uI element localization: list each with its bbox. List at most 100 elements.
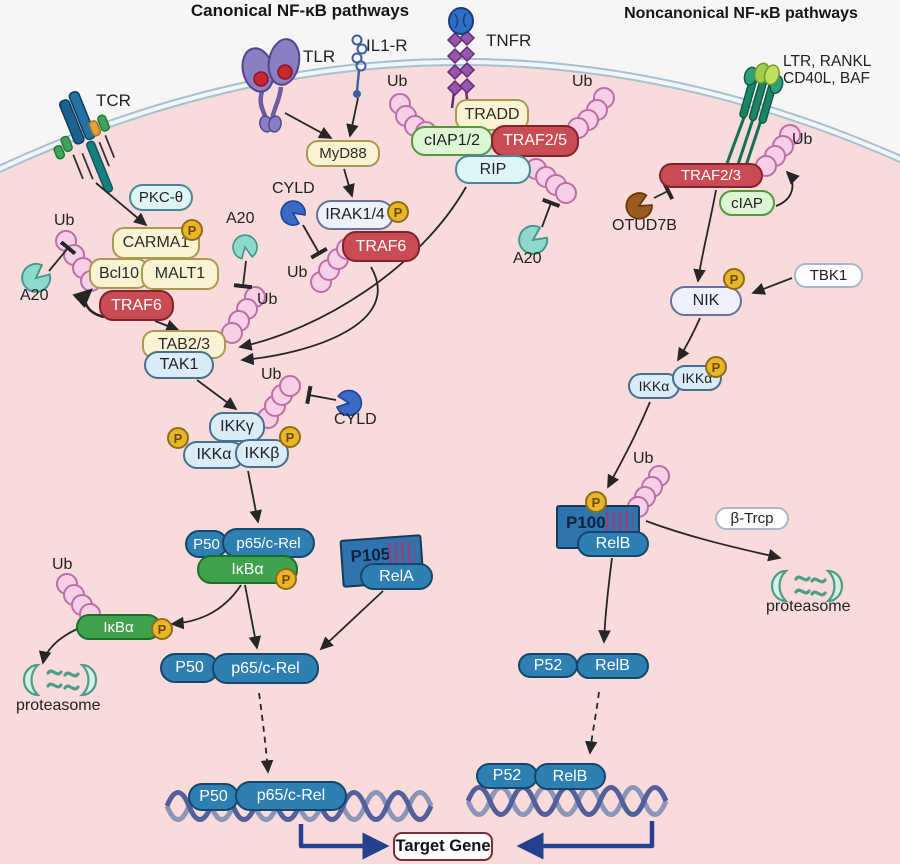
arrow-rip-tak1 <box>238 186 467 351</box>
cyld-label: CYLD <box>272 180 315 197</box>
arrow-traf23-nik <box>693 189 717 283</box>
bcl10-node: Bcl10 <box>89 258 149 289</box>
ub-label: Ub <box>261 366 282 383</box>
arrow-nik-ikka <box>677 317 701 362</box>
btrcp-node: β-Trcp <box>715 507 789 530</box>
ub-label: Ub <box>572 73 593 90</box>
proteasome-label: proteasome <box>16 697 101 714</box>
ub-chain-tab23 <box>221 286 266 344</box>
canonical-title: Canonical NF-κB pathways <box>190 1 410 20</box>
a20-label: A20 <box>226 210 255 227</box>
tlr-receptor-icon <box>241 38 301 133</box>
p52-node-dna: P52 <box>476 763 538 789</box>
cell-membrane <box>0 58 900 174</box>
phospho-badge-ikka-dimer: P <box>705 356 727 378</box>
otud7b-enzyme-icon <box>625 192 653 220</box>
inhibit-cyld-traf6-ub <box>302 224 319 253</box>
ub-label: Ub <box>387 73 408 90</box>
arrow-tlr-myd88 <box>284 112 333 139</box>
rela-node: RelA <box>360 563 433 590</box>
signal-arrows <box>38 97 800 774</box>
ikk-gamma-node: IKKγ <box>209 412 265 442</box>
cyld-enzyme-icon <box>280 200 306 226</box>
traf6-node-irak: TRAF6 <box>342 231 420 262</box>
ikk-alpha-node: IKKα <box>183 441 245 469</box>
p100-label: P100 <box>566 513 606 532</box>
traf23-node: TRAF2/3 <box>659 163 763 188</box>
tak1-node: TAK1 <box>144 351 214 379</box>
myd88-node: MyD88 <box>306 140 380 167</box>
gene-arrows <box>298 821 655 860</box>
relb-node-complex: RelB <box>577 531 649 557</box>
tcr-label: TCR <box>96 91 131 110</box>
ub-chain-rip <box>525 158 577 204</box>
malt1-node: MALT1 <box>141 258 219 290</box>
tlr-label: TLR <box>303 47 336 66</box>
arrow-traf6-tab23 <box>154 319 180 332</box>
inhibit-a20-carma-ub <box>48 248 68 272</box>
traf25-node: TRAF2/5 <box>491 125 579 157</box>
arrow-p52relb-dna <box>584 691 600 755</box>
arrow-ikba-proteasome <box>38 628 78 665</box>
phospho-badge-ikkb: P <box>279 426 301 448</box>
p50-node-dna: P50 <box>188 783 239 811</box>
arrow-ciap-ub <box>775 170 800 207</box>
ltr-receptor-icon <box>724 62 784 169</box>
a20-enzyme-icon <box>21 262 52 293</box>
phospho-badge-carma1: P <box>181 219 203 241</box>
a20-enzyme-icon <box>232 234 258 260</box>
traf6-node-carma: TRAF6 <box>99 290 174 321</box>
tbk1-node: TBK1 <box>794 263 863 288</box>
ub-label: Ub <box>633 450 654 467</box>
dub-enzymes <box>21 192 653 417</box>
tradd-node: TRADD <box>455 99 529 131</box>
phospho-badge-ikba-free: P <box>151 618 173 640</box>
phospho-badge-p100: P <box>585 491 607 513</box>
il1r-receptor-icon <box>351 34 368 98</box>
arrow-dna-right-target <box>516 821 655 860</box>
arrow-il1r-myd88 <box>346 97 359 138</box>
phospho-badge-ikba-complex: P <box>275 568 297 590</box>
phospho-badge-nik: P <box>723 268 745 290</box>
cytoplasm-region <box>0 62 900 864</box>
arrow-ikk-complex <box>247 470 262 524</box>
ub-label: Ub <box>792 131 813 148</box>
pkc-theta-node: PKC-θ <box>129 184 193 211</box>
arrow-ikka-p100 <box>607 401 651 489</box>
ub-label: Ub <box>54 212 75 229</box>
arrow-p100-proteasome <box>645 520 782 562</box>
noncanonical-title: Noncanonical NF-κB pathways <box>624 5 858 22</box>
inhibit-otud7b-traf23 <box>653 191 668 198</box>
arrow-p100-p52relb <box>598 557 613 644</box>
p52-node-free: P52 <box>518 653 578 678</box>
arrow-tcr-carma1 <box>95 182 148 227</box>
arrow-complex-p50p65 <box>244 584 261 650</box>
tab23-node: TAB2/3 <box>142 330 226 359</box>
proteasome-icon <box>22 663 98 697</box>
phospho-badge-irak: P <box>387 201 409 223</box>
arrow-traf6b-tak1 <box>240 266 379 366</box>
inhibit-a20-tab-ub <box>243 260 246 286</box>
a20-label: A20 <box>513 250 542 267</box>
a20-label: A20 <box>20 287 49 304</box>
cyld-enzyme-icon <box>335 389 363 417</box>
ikk-beta-node: IKKβ <box>235 439 289 468</box>
p50-node-free: P50 <box>160 653 219 683</box>
p65-node-free: p65/c-Rel <box>212 653 319 684</box>
p65-node-dna: p65/c-Rel <box>235 781 347 811</box>
relb-node-dna: RelB <box>534 763 606 790</box>
cyld-label: CYLD <box>334 411 377 428</box>
arrow-tak1-ikk <box>196 379 238 411</box>
nik-node: NIK <box>670 286 742 316</box>
ub-label: Ub <box>52 556 73 573</box>
arrow-dna-left-target <box>298 824 390 860</box>
rip-node: RIP <box>455 155 531 184</box>
ikba-node-free: IκBα <box>76 614 161 640</box>
ltr-label-line2: CD40L, BAF <box>783 70 871 87</box>
inhibit-a20-rip-ub <box>541 203 551 228</box>
ikka-dimer-left: IKKα <box>628 373 680 399</box>
il1r-label: IL1-R <box>366 36 408 55</box>
p65-node-complex: p65/c-Rel <box>222 528 315 558</box>
arrow-p105-p50p65 <box>319 590 384 651</box>
arrow-tbk1-nik <box>751 277 793 295</box>
